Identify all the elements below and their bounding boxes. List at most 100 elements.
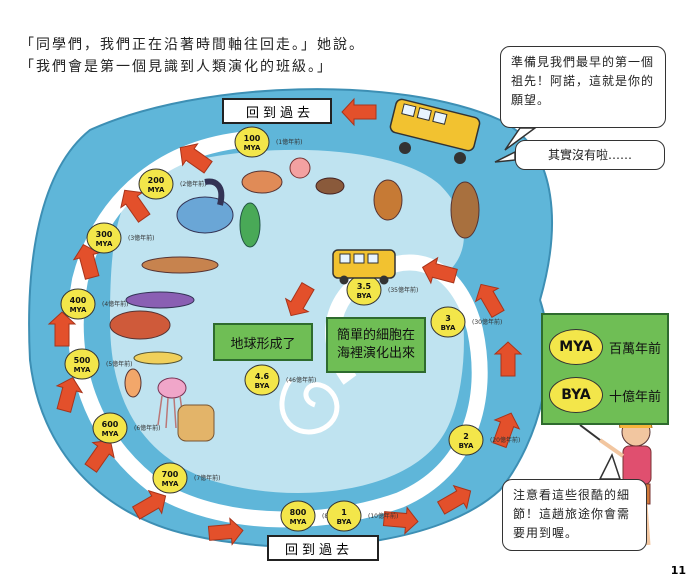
milestone-circle bbox=[234, 126, 270, 158]
milestone-sublabel: (2億年前) bbox=[180, 180, 207, 188]
direction-arrow-5 bbox=[55, 376, 84, 413]
direction-arrow-9 bbox=[382, 506, 419, 535]
milestone-circle bbox=[92, 412, 128, 444]
direction-arrow-14 bbox=[421, 256, 458, 285]
milestone-circle bbox=[64, 348, 100, 380]
legend-text-mya: 百萬年前 bbox=[609, 341, 662, 357]
monkey bbox=[373, 179, 403, 221]
milestone-circle bbox=[60, 288, 96, 320]
shrimp bbox=[124, 368, 142, 398]
speech-bubble-top: 準備見我們最早的第一個祖先！阿諾，這就是你的願望。 bbox=[500, 46, 666, 128]
salamander-purple bbox=[125, 291, 195, 309]
milestone-sublabel: (35億年前) bbox=[388, 286, 418, 294]
milestone-sublabel: (5億年前) bbox=[106, 360, 133, 368]
milestone-sublabel: (30億年前) bbox=[472, 318, 502, 326]
milestone-unit: MYA bbox=[244, 144, 261, 152]
milestone-circle bbox=[138, 168, 174, 200]
speech-bubble-middle: 其實沒有啦…… bbox=[515, 140, 665, 170]
dinosaur-neck bbox=[204, 178, 225, 206]
milestone-number: 500 bbox=[74, 356, 91, 365]
speech-bubble-bottom: 注意看這些很酷的細節！這趟旅途你會需要用到喔。 bbox=[502, 479, 647, 551]
bee-flower bbox=[289, 157, 311, 179]
milestone-circle bbox=[448, 424, 484, 456]
milestone-unit: MYA bbox=[290, 518, 307, 526]
milestone-number: 1 bbox=[341, 508, 347, 517]
milestone-unit: MYA bbox=[162, 480, 179, 488]
earth-formed-label: 地球形成了 bbox=[213, 323, 313, 361]
lizard-brown bbox=[141, 256, 219, 274]
milestone-sublabel: (1億年前) bbox=[276, 138, 303, 146]
direction-arrow-6 bbox=[84, 439, 115, 473]
direction-arrow-7 bbox=[131, 489, 167, 520]
arrow-group bbox=[47, 97, 523, 546]
bubble-tail-bottom bbox=[598, 453, 622, 480]
sign-top-text: 回到過去 bbox=[246, 105, 315, 121]
direction-arrow-8 bbox=[207, 517, 244, 546]
milestone-unit: BYA bbox=[441, 324, 456, 332]
milestone-unit: BYA bbox=[357, 292, 372, 300]
milestone-sublabel: (20億年前) bbox=[490, 436, 520, 444]
milestone-unit: BYA bbox=[337, 518, 352, 526]
dinosaur-blue bbox=[176, 196, 234, 234]
milestone-sublabel: (46億年前) bbox=[286, 376, 316, 384]
direction-arrow-15 bbox=[284, 281, 315, 317]
pointer-stick bbox=[579, 424, 601, 441]
milestone-number: 2 bbox=[463, 432, 469, 441]
bubble-tail-top bbox=[504, 127, 538, 151]
milestone-number: 600 bbox=[102, 420, 119, 429]
milestone-number: 700 bbox=[162, 470, 179, 479]
sponge bbox=[177, 404, 215, 442]
direction-arrow-10 bbox=[436, 484, 472, 515]
milestone-number: 4.6 bbox=[255, 372, 270, 381]
milestone-group: 100MYA(1億年前)200MYA(2億年前)300MYA(3億年前)400M… bbox=[60, 126, 520, 532]
school-bus-top bbox=[389, 98, 481, 164]
jellyfish bbox=[157, 377, 187, 399]
caveman bbox=[450, 181, 480, 239]
direction-arrow-12 bbox=[493, 341, 523, 377]
milestone-number: 800 bbox=[290, 508, 307, 517]
triceratops bbox=[241, 170, 283, 194]
milestone-number: 200 bbox=[148, 176, 165, 185]
narration-line-1: 「同學們，我們正在沿著時間軸往回走。」她說。 bbox=[20, 37, 365, 53]
sign-bottom-text: 回到過去 bbox=[285, 542, 354, 558]
rodent bbox=[315, 177, 345, 195]
legend-board: MYA 百萬年前 BYA 十億年前 bbox=[541, 313, 669, 425]
milestone-circle bbox=[280, 500, 316, 532]
direction-arrow-2 bbox=[120, 189, 151, 223]
legend-row-mya: MYA 百萬年前 bbox=[549, 329, 661, 365]
milestone-number: 400 bbox=[70, 296, 87, 305]
milestone-sublabel: (4億年前) bbox=[102, 300, 129, 308]
milestone-unit: MYA bbox=[148, 186, 165, 194]
milestone-unit: BYA bbox=[459, 442, 474, 450]
milestone-circle bbox=[244, 364, 280, 396]
milestone-sublabel: (6億年前) bbox=[134, 424, 161, 432]
milestone-unit: BYA bbox=[255, 382, 270, 390]
milestone-sublabel: (3億年前) bbox=[128, 234, 155, 242]
direction-arrow-3 bbox=[72, 243, 101, 280]
green-dinosaur bbox=[239, 202, 261, 248]
milestone-number: 3 bbox=[445, 314, 451, 323]
page-number: 11 bbox=[670, 564, 686, 577]
jellyfish-tentacles bbox=[157, 395, 185, 429]
legend-row-bya: BYA 十億年前 bbox=[549, 377, 661, 413]
fish-yellow bbox=[133, 351, 183, 365]
milestone-circle bbox=[86, 222, 122, 254]
direction-arrow-13 bbox=[474, 283, 505, 319]
milestone-unit: MYA bbox=[102, 430, 119, 438]
milestone-number: 100 bbox=[244, 134, 261, 143]
direction-arrow-11 bbox=[492, 412, 521, 449]
milestone-sublabel: (10億年前) bbox=[368, 512, 398, 520]
direction-arrow-0 bbox=[341, 97, 377, 127]
milestone-unit: MYA bbox=[74, 366, 91, 374]
milestone-unit: MYA bbox=[70, 306, 87, 314]
legend-badge-bya: BYA bbox=[549, 377, 603, 413]
legend-text-bya: 十億年前 bbox=[609, 389, 662, 405]
